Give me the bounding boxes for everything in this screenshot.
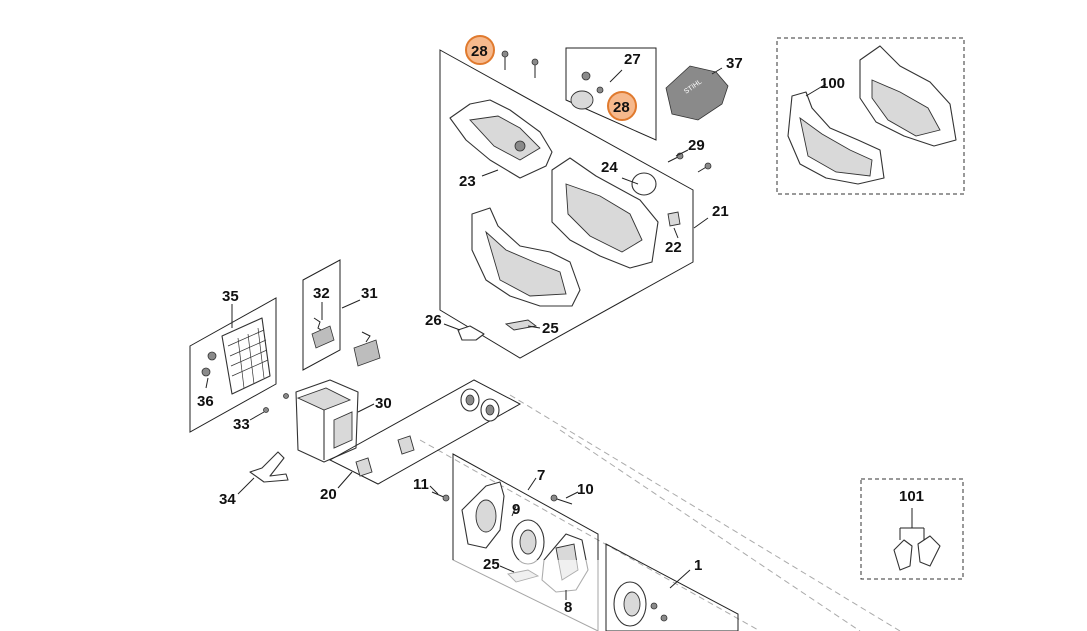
part-21-housing[interactable] [471, 157, 659, 307]
part-100-housing-set[interactable] [787, 45, 957, 185]
guide-lines [419, 394, 901, 631]
part-36-screws[interactable] [201, 351, 217, 377]
group-frame-101 [860, 478, 964, 580]
fade-overlay [0, 560, 600, 631]
part-29-screws[interactable] [667, 152, 712, 173]
label-10[interactable]: 10 [577, 481, 594, 498]
label-25-upper[interactable]: 25 [542, 320, 559, 337]
part-10-screw[interactable] [550, 494, 573, 505]
label-31[interactable]: 31 [361, 285, 378, 302]
group-frame-35 [189, 297, 277, 433]
part-25-pad-upper[interactable] [504, 319, 538, 331]
part-9-fan-wheel[interactable] [511, 519, 545, 565]
part-11-screw[interactable] [431, 491, 450, 502]
label-37[interactable]: 37 [726, 55, 743, 72]
part-24-disc[interactable] [631, 172, 657, 196]
group-frame-27 [565, 47, 657, 141]
group-frame-20 [328, 379, 522, 485]
group-frame-7 [452, 453, 599, 631]
label-35[interactable]: 35 [222, 288, 239, 305]
part-labels: 28 28 27 37 29 24 23 21 22 26 25 100 35 … [197, 43, 924, 616]
label-33[interactable]: 33 [233, 416, 250, 433]
label-36[interactable]: 36 [197, 393, 214, 410]
part-1-assembly[interactable] [613, 581, 668, 627]
label-100[interactable]: 100 [820, 75, 845, 92]
label-21[interactable]: 21 [712, 203, 729, 220]
part-20-rubber-parts[interactable] [355, 388, 500, 477]
part-23-handle-shell[interactable] [449, 99, 553, 179]
label-23[interactable]: 23 [459, 173, 476, 190]
highlight-circle-28-top [465, 35, 495, 65]
part-35-filter[interactable] [221, 317, 271, 395]
label-9[interactable]: 9 [512, 501, 520, 518]
part-30-box[interactable] [295, 379, 359, 463]
part-33-screws[interactable] [263, 393, 289, 413]
label-25-lower[interactable]: 25 [483, 556, 500, 573]
label-1[interactable]: 1 [694, 557, 702, 574]
part-26-clip[interactable] [457, 325, 485, 341]
part-7-fan-housing[interactable] [461, 481, 505, 549]
group-frame-31 [302, 259, 341, 371]
part-34-clip[interactable] [249, 451, 289, 483]
part-37-cover[interactable]: STIHL [665, 65, 729, 121]
label-34[interactable]: 34 [219, 491, 236, 508]
label-101[interactable]: 101 [899, 488, 924, 505]
part-27-knob[interactable] [570, 71, 604, 110]
part-28-screws-top[interactable] [501, 50, 539, 78]
part-31-bracket[interactable] [353, 331, 381, 367]
label-27[interactable]: 27 [624, 51, 641, 68]
part-101-clamp-set[interactable] [893, 535, 941, 571]
label-32[interactable]: 32 [313, 285, 330, 302]
part-32-springs[interactable] [311, 317, 335, 349]
label-8[interactable]: 8 [564, 599, 572, 616]
label-11[interactable]: 11 [413, 476, 429, 493]
group-frame-handle [439, 49, 694, 359]
label-28-mid[interactable]: 28 [613, 99, 630, 116]
label-28-top[interactable]: 28 [471, 43, 488, 60]
label-30[interactable]: 30 [375, 395, 392, 412]
label-20[interactable]: 20 [320, 486, 337, 503]
label-29[interactable]: 29 [688, 137, 705, 154]
label-7[interactable]: 7 [537, 467, 545, 484]
highlight-circle-28-mid [607, 91, 637, 121]
label-24[interactable]: 24 [601, 159, 618, 176]
label-26[interactable]: 26 [425, 312, 442, 329]
group-frame-1 [605, 543, 739, 631]
label-22[interactable]: 22 [665, 239, 682, 256]
part-22-bushing[interactable] [667, 211, 681, 227]
leader-lines [205, 67, 925, 600]
group-frame-100 [776, 37, 965, 195]
